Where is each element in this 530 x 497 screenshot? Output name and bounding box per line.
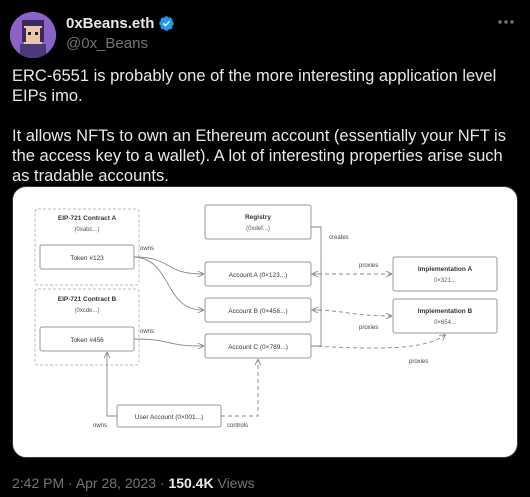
impl-b-box <box>392 298 498 334</box>
arrow-proxies-b <box>310 309 391 316</box>
tweet-meta: 2:42 PM · Apr 28, 2023 · 150.4K Views <box>12 475 255 491</box>
user-account-label: User Account (0×001...) <box>135 414 203 421</box>
label-proxies-3: proxies <box>409 359 428 365</box>
arrow-proxies-c <box>310 335 445 349</box>
meta-separator: · <box>64 475 76 491</box>
contract-b-box <box>34 288 140 366</box>
author-block[interactable]: 0xBeans.eth @0x_Beans <box>66 13 175 52</box>
diagram-image[interactable]: EIP-721 Contract A (0xabc...) Token #123… <box>12 186 518 458</box>
registry-addr: (0xdef...) <box>246 226 270 232</box>
tweet-paragraph-2: It allows NFTs to own an Ethereum accoun… <box>12 127 506 185</box>
verified-badge-icon <box>159 15 175 31</box>
label-creates: creates <box>329 235 349 241</box>
views-count: 150.4K <box>168 475 214 491</box>
token-123-label: Token #123 <box>70 255 104 262</box>
label-owns-2: owns <box>140 329 154 335</box>
impl-b-addr: 0×654... <box>434 320 456 326</box>
label-controls: controls <box>227 423 248 429</box>
account-c-label: Account C (0×789...) <box>228 344 288 351</box>
arrow-token123-account-b <box>133 256 203 310</box>
registry-creates-line <box>311 226 322 347</box>
registry-title: Registry <box>245 214 271 221</box>
author-handle[interactable]: @0x_Beans <box>66 35 148 52</box>
contract-b-title: EIP-721 Contract B <box>58 296 117 303</box>
meta-separator: · <box>155 475 169 491</box>
label-proxies-2: proxies <box>359 325 378 331</box>
label-owns-1: owns <box>140 246 154 252</box>
impl-a-box <box>392 256 498 292</box>
tweet-time[interactable]: 2:42 PM <box>12 475 65 491</box>
tweet-text: ERC-6551 is probably one of the more int… <box>12 66 518 206</box>
account-b-label: Account B (0×456...) <box>228 308 287 315</box>
tweet-paragraph-1: ERC-6551 is probably one of the more int… <box>12 67 497 105</box>
diagram-svg: EIP-721 Contract A (0xabc...) Token #123… <box>34 204 498 429</box>
label-proxies-1: proxies <box>359 263 378 269</box>
contract-b-addr: (0xcde...) <box>74 308 99 314</box>
token-456-label: Token #456 <box>70 337 104 344</box>
impl-a-addr: 0×321... <box>434 278 456 284</box>
arrow-token456-account-c <box>133 338 203 346</box>
impl-b-title: Implementation B <box>418 308 473 315</box>
views-label: Views <box>213 475 255 491</box>
contract-a-title: EIP-721 Contract A <box>58 215 117 222</box>
author-name[interactable]: 0xBeans.eth <box>66 14 155 32</box>
impl-a-title: Implementation A <box>418 266 473 273</box>
contract-a-box <box>34 208 140 286</box>
arrow-token123-account-a <box>133 256 203 274</box>
arrow-user-controls-c <box>221 360 258 417</box>
tweet-date[interactable]: Apr 28, 2023 <box>75 475 156 491</box>
registry-box <box>204 204 312 240</box>
contract-a-addr: (0xabc...) <box>74 227 99 233</box>
account-a-label: Account A (0×123...) <box>229 272 288 279</box>
avatar-image <box>10 12 56 58</box>
more-options-icon[interactable] <box>496 14 516 30</box>
avatar[interactable] <box>10 12 56 58</box>
arrow-user-owns-token456 <box>107 353 117 417</box>
label-owns-3: owns <box>93 423 107 429</box>
